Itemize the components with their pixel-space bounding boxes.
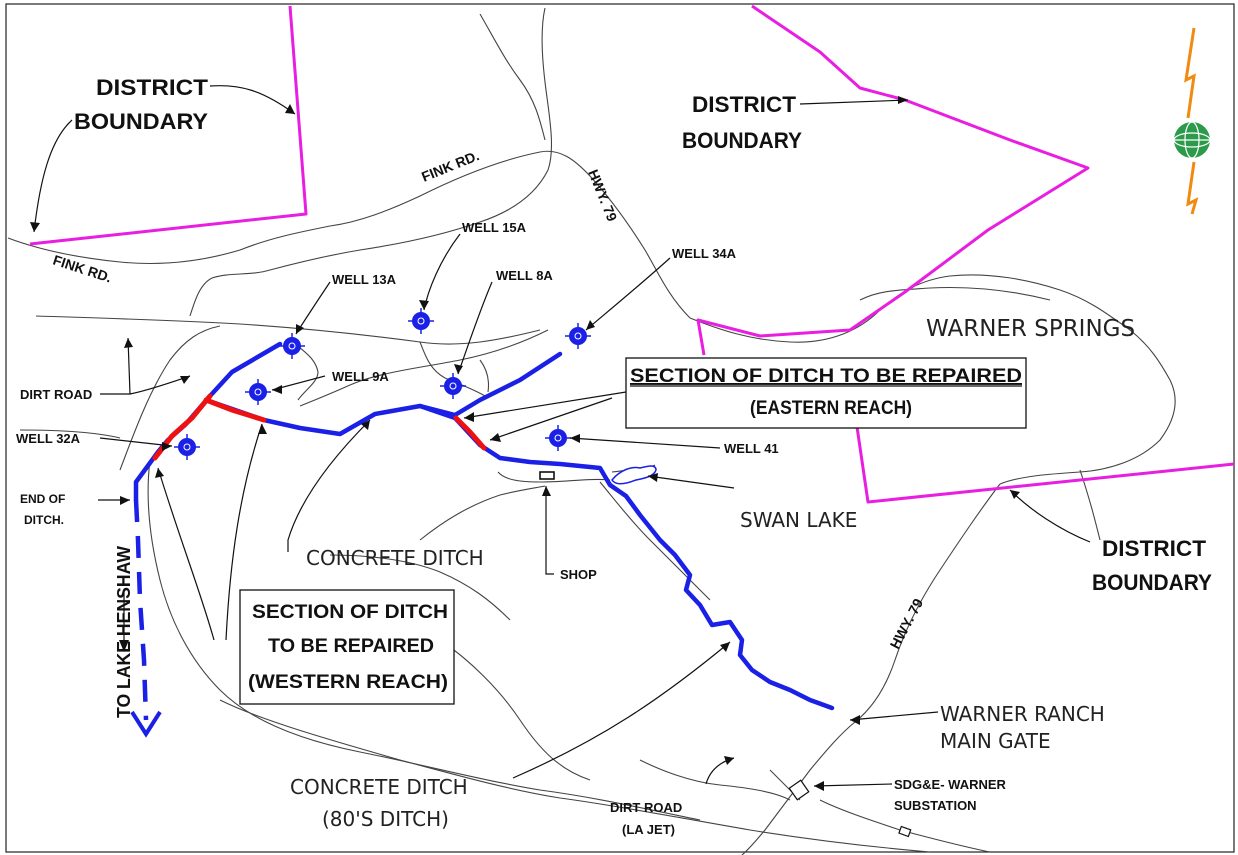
- small-building-icon: [898, 825, 912, 838]
- substation-icon: [788, 779, 810, 801]
- western-reach-box: [239, 589, 455, 705]
- concrete-ditch-80s-label-1: CONCRETE DITCH: [290, 775, 468, 799]
- well-15a-label: WELL 15A: [462, 220, 527, 235]
- dirt-road-la-jet-label-2: (LA JET): [622, 822, 675, 837]
- district-boundary-east: [854, 419, 1235, 504]
- dirt-road-la-jet-label-1: DIRT ROAD: [610, 800, 682, 815]
- repair-sections: [152, 393, 487, 461]
- fink-rd-north-label: FINK RD.: [419, 147, 481, 185]
- western-reach-label-1: SECTION OF DITCH: [252, 602, 448, 623]
- shop-icon: [539, 471, 555, 480]
- western-reach-label-2: TO BE REPAIRED: [268, 636, 434, 657]
- district-boundary-nw-label-1: DISTRICT: [96, 75, 209, 100]
- repair-western-reach-b: [203, 397, 267, 423]
- well-15a-icon: [408, 308, 434, 334]
- western-reach-label-3: (WESTERN REACH): [248, 672, 448, 693]
- district-boundary-nw-label-2: BOUNDARY: [74, 109, 208, 134]
- well-32a-icon: [174, 434, 200, 460]
- eastern-reach-label-2: (EASTERN REACH): [750, 398, 912, 419]
- shop-label: SHOP: [560, 567, 597, 582]
- well-32a-label: WELL 32A: [16, 431, 81, 446]
- swan-lake-label: SWAN LAKE: [740, 508, 857, 532]
- eastern-reach-label-1: SECTION OF DITCH TO BE REPAIRED: [630, 366, 1022, 387]
- hwy79-south-label: HWY. 79: [887, 596, 927, 652]
- district-boundary-north: [696, 4, 1090, 356]
- well-41-label: WELL 41: [724, 441, 779, 456]
- well-9a-label: WELL 9A: [332, 369, 389, 384]
- map-labels: DISTRICT BOUNDARY DISTRICT BOUNDARY DIST…: [16, 75, 1212, 837]
- sdge-label-1: SDG&E- WARNER: [894, 777, 1007, 792]
- eastern-reach-box: [625, 357, 1027, 429]
- district-boundary-e-label-2: BOUNDARY: [1092, 570, 1212, 595]
- end-of-ditch-label-2: DITCH.: [24, 513, 64, 527]
- dirt-road-label: DIRT ROAD: [20, 387, 92, 402]
- arrow-down-icon: [130, 710, 162, 738]
- sdge-label-2: SUBSTATION: [894, 798, 977, 813]
- globe-logo-icon: [1173, 27, 1211, 215]
- hwy79-north-label: HWY. 79: [585, 167, 620, 224]
- warner-ranch-label-1: WARNER RANCH: [940, 702, 1105, 726]
- well-8a-icon: [440, 373, 466, 399]
- leader-arrowheads: [30, 96, 1020, 791]
- concrete-ditch-80s: [417, 403, 835, 711]
- well-41-icon: [545, 425, 571, 451]
- well-8a-label: WELL 8A: [496, 268, 553, 283]
- concrete-ditch-label: CONCRETE DITCH: [306, 546, 484, 570]
- concrete-ditch-branch: [203, 351, 563, 437]
- to-lake-henshaw-label: TO LAKE HENSHAW: [114, 546, 134, 718]
- ditch-extension-dashed: [133, 499, 149, 721]
- wells: [174, 308, 591, 460]
- district-boundary-e-label-1: DISTRICT: [1102, 536, 1207, 561]
- ditch-network: [130, 341, 835, 738]
- map-frame: [5, 3, 1235, 853]
- end-of-ditch-label-1: END OF: [20, 492, 65, 506]
- warner-springs-label: WARNER SPRINGS: [926, 316, 1135, 342]
- district-boundary-n-label-1: DISTRICT: [692, 92, 797, 117]
- road-network: [7, 7, 1176, 855]
- concrete-ditch-80s-label-2: (80'S DITCH): [322, 807, 449, 831]
- district-boundary-northwest: [29, 5, 308, 246]
- well-34a-icon: [565, 323, 591, 349]
- swan-lake-shape: [611, 465, 657, 485]
- well-13a-label: WELL 13A: [332, 272, 397, 287]
- repair-eastern-reach: [453, 415, 487, 451]
- district-boundary-lines: [29, 4, 1235, 504]
- well-34a-label: WELL 34A: [672, 246, 737, 261]
- warner-ranch-label-2: MAIN GATE: [940, 729, 1051, 753]
- well-13a-icon: [279, 333, 305, 359]
- district-boundary-n-label-2: BOUNDARY: [682, 128, 802, 153]
- well-9a-icon: [245, 379, 271, 405]
